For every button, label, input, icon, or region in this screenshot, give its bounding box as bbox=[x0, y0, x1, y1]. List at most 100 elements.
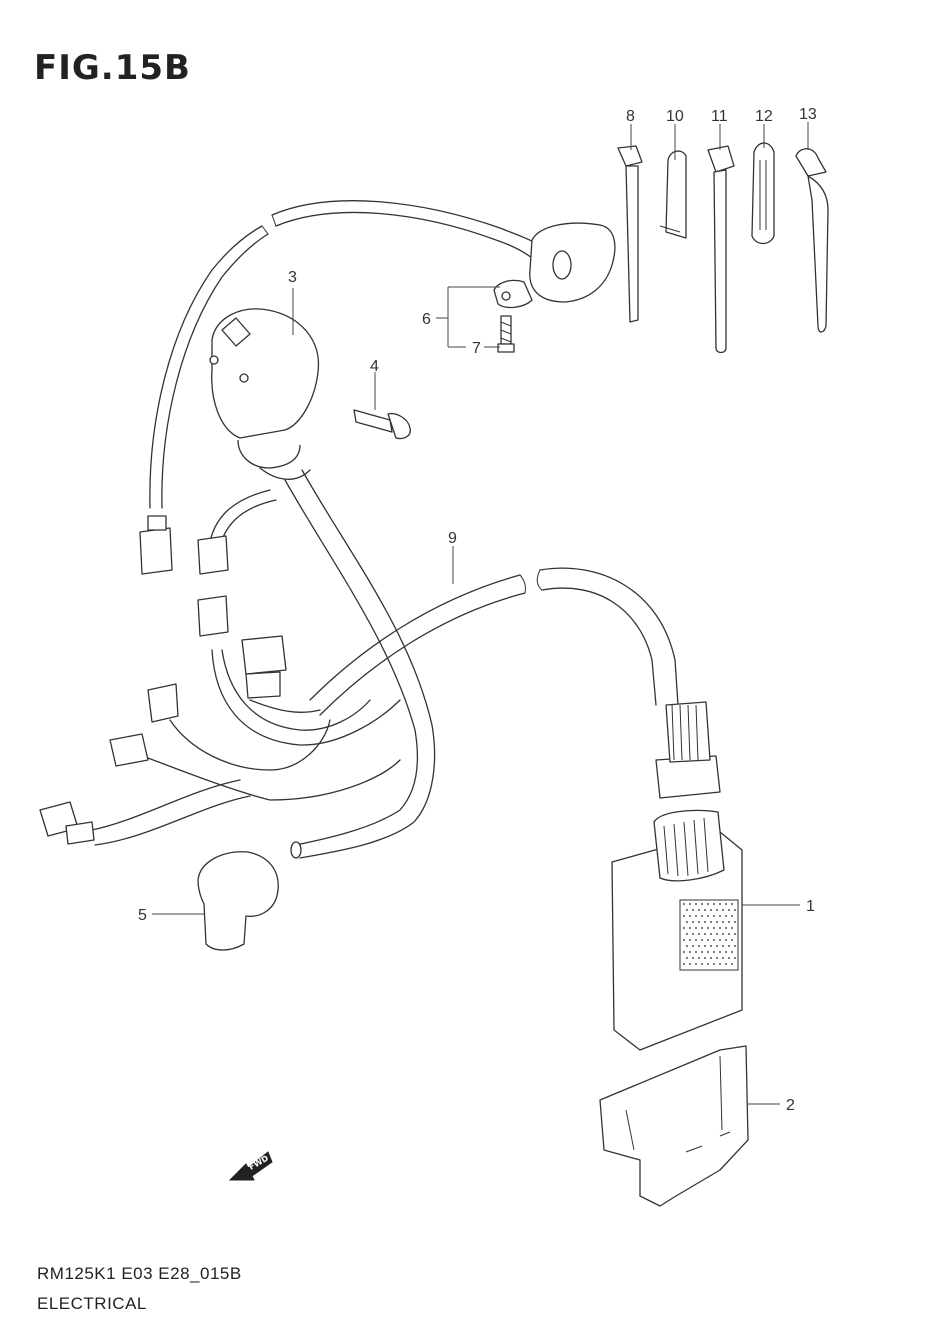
vent-dot bbox=[683, 903, 685, 905]
callout-12: 12 bbox=[755, 108, 773, 125]
vent-dot bbox=[734, 921, 736, 923]
callout-3: 3 bbox=[288, 269, 297, 286]
vent-dot bbox=[707, 927, 709, 929]
vent-dot bbox=[713, 963, 715, 965]
vent-dot bbox=[701, 963, 703, 965]
vent-dot bbox=[725, 903, 727, 905]
clamp-part-12 bbox=[751, 142, 775, 245]
vent-dot bbox=[731, 939, 733, 941]
vent-dot bbox=[695, 951, 697, 953]
figure-title: FIG.15B bbox=[34, 48, 191, 88]
vent-dot bbox=[704, 945, 706, 947]
vent-dot bbox=[701, 939, 703, 941]
bolt-part-7 bbox=[497, 315, 515, 353]
vent-dot bbox=[728, 933, 730, 935]
vent-dot bbox=[695, 963, 697, 965]
vent-dot bbox=[725, 939, 727, 941]
vent-dot bbox=[725, 951, 727, 953]
vent-dot bbox=[692, 945, 694, 947]
cable-tie-part-11 bbox=[707, 145, 735, 354]
vent-dot bbox=[731, 915, 733, 917]
vent-dot bbox=[692, 909, 694, 911]
vent-dot bbox=[734, 957, 736, 959]
vent-dot bbox=[719, 939, 721, 941]
vent-dot bbox=[707, 963, 709, 965]
vent-dot bbox=[707, 915, 709, 917]
harness-connectors bbox=[39, 515, 287, 845]
vent-dot bbox=[710, 909, 712, 911]
vent-dot bbox=[719, 963, 721, 965]
callout-6: 6 bbox=[422, 311, 431, 328]
vent-dot bbox=[728, 957, 730, 959]
vent-dot bbox=[710, 957, 712, 959]
vent-dot bbox=[713, 903, 715, 905]
vent-dot bbox=[731, 903, 733, 905]
footer-section-name: ELECTRICAL bbox=[37, 1294, 147, 1313]
vent-dot bbox=[701, 927, 703, 929]
vent-dot bbox=[725, 927, 727, 929]
vent-dot bbox=[722, 945, 724, 947]
callout-9: 9 bbox=[448, 530, 457, 547]
callout-4: 4 bbox=[370, 358, 379, 375]
vent-dot bbox=[686, 921, 688, 923]
callout-11: 11 bbox=[711, 108, 728, 125]
callout-10: 10 bbox=[666, 108, 684, 125]
vent-dot bbox=[722, 921, 724, 923]
vent-dot bbox=[716, 957, 718, 959]
vent-dot bbox=[713, 927, 715, 929]
vent-dot bbox=[689, 915, 691, 917]
vent-dot bbox=[695, 903, 697, 905]
spark-plug-cap-part-5 bbox=[197, 851, 279, 951]
vent-dot bbox=[722, 957, 724, 959]
vent-dot bbox=[728, 909, 730, 911]
vent-dot bbox=[704, 909, 706, 911]
vent-dot bbox=[719, 927, 721, 929]
vent-dot bbox=[695, 915, 697, 917]
vent-dot bbox=[719, 951, 721, 953]
vent-dot bbox=[701, 903, 703, 905]
callout-labels: 1 2 3 4 5 6 7 8 9 10 11 12 13 bbox=[138, 106, 817, 1114]
vent-dot bbox=[698, 921, 700, 923]
vent-dot bbox=[734, 933, 736, 935]
screw-part-4 bbox=[353, 409, 411, 440]
cdi-unit-part-1 bbox=[611, 701, 743, 1051]
vent-dot bbox=[716, 909, 718, 911]
callout-13: 13 bbox=[799, 106, 817, 123]
engine-stop-switch bbox=[209, 308, 320, 480]
vent-dot bbox=[731, 927, 733, 929]
cable-tie-part-13 bbox=[795, 148, 829, 333]
vent-dot bbox=[692, 957, 694, 959]
vent-dot bbox=[698, 933, 700, 935]
vent-dot bbox=[725, 963, 727, 965]
vent-dot bbox=[734, 909, 736, 911]
vent-dot bbox=[692, 933, 694, 935]
vent-dot bbox=[686, 933, 688, 935]
vent-dot bbox=[683, 939, 685, 941]
vent-dot bbox=[683, 963, 685, 965]
vent-dot bbox=[728, 921, 730, 923]
vent-dot bbox=[710, 921, 712, 923]
vent-dot bbox=[704, 933, 706, 935]
vent-dot bbox=[728, 945, 730, 947]
callout-5: 5 bbox=[138, 907, 147, 924]
vent-dot bbox=[710, 945, 712, 947]
vent-dot bbox=[713, 915, 715, 917]
vent-dot bbox=[713, 939, 715, 941]
vent-dot bbox=[707, 951, 709, 953]
vent-dot bbox=[686, 957, 688, 959]
vent-dot bbox=[683, 915, 685, 917]
footer-model-code: RM125K1 E03 E28_015B bbox=[37, 1264, 242, 1283]
vent-dot bbox=[731, 951, 733, 953]
handle-clamp-part-6 bbox=[493, 222, 616, 309]
vent-dot bbox=[683, 951, 685, 953]
vent-dot bbox=[722, 933, 724, 935]
vent-dot bbox=[716, 933, 718, 935]
cable-ties bbox=[617, 142, 829, 354]
callout-2: 2 bbox=[786, 1097, 795, 1114]
vent-dot bbox=[698, 909, 700, 911]
wiring-harness bbox=[91, 200, 679, 859]
cable-tie-part-8 bbox=[617, 145, 643, 323]
vent-dot bbox=[698, 945, 700, 947]
vent-dot bbox=[731, 963, 733, 965]
